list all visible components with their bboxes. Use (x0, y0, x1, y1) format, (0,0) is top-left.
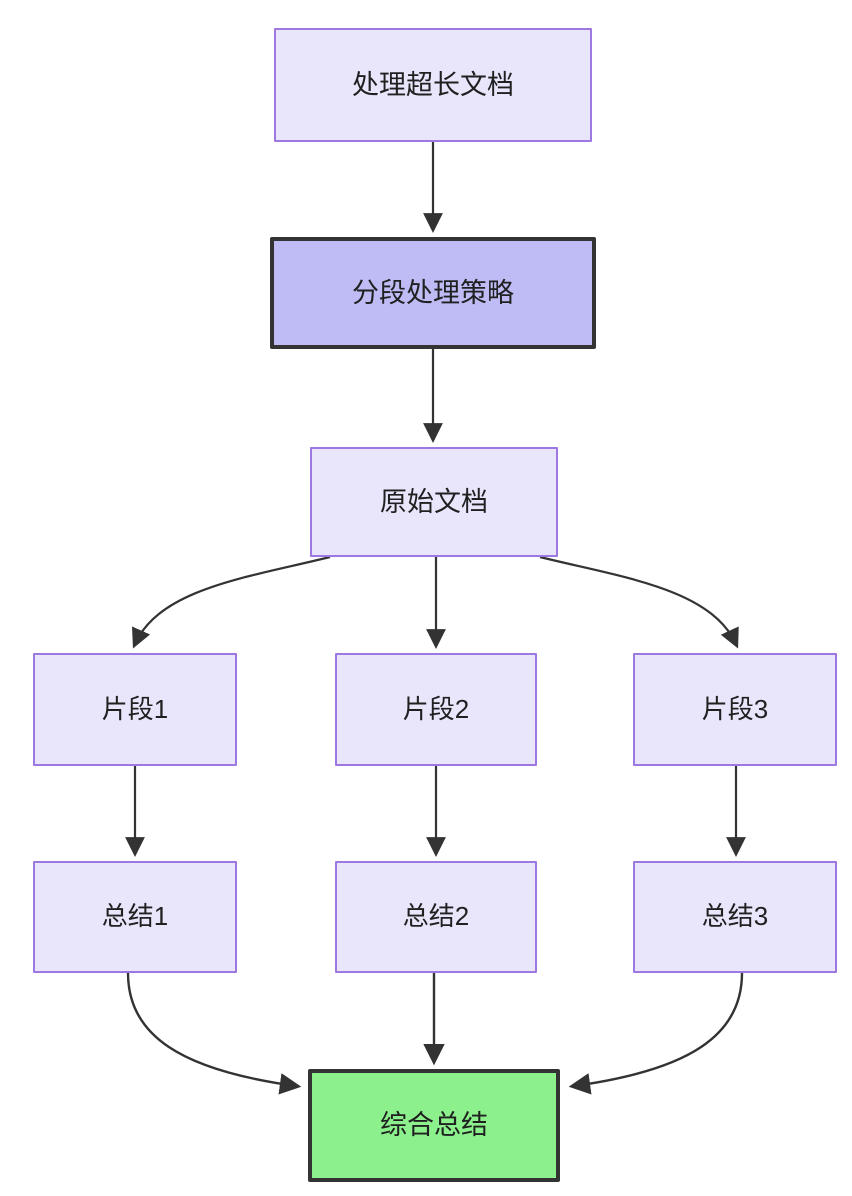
node-source-doc[interactable]: 原始文档 (310, 447, 558, 557)
node-chunk3[interactable]: 片段3 (633, 653, 837, 766)
node-chunk3-label: 片段3 (701, 693, 769, 724)
edge-source-doc-to-chunk1 (132, 555, 331, 649)
node-final-summary[interactable]: 综合总结 (308, 1069, 560, 1182)
edge-source-doc-to-chunk3 (539, 555, 739, 649)
node-summary2-label: 总结2 (402, 901, 470, 932)
node-summary1-label: 总结1 (101, 901, 169, 932)
node-chunk1-label: 片段1 (101, 693, 169, 724)
node-final-summary-label: 综合总结 (380, 1110, 488, 1141)
node-strategy-label: 分段处理策略 (352, 277, 514, 308)
edge-summary3-to-final-summary (568, 972, 744, 1095)
node-chunk2[interactable]: 片段2 (335, 653, 537, 766)
node-summary1[interactable]: 总结1 (33, 861, 237, 973)
node-summary3-label: 总结3 (701, 901, 769, 932)
node-source-doc-label: 原始文档 (380, 486, 488, 517)
node-strategy[interactable]: 分段处理策略 (270, 237, 596, 349)
node-chunk1[interactable]: 片段1 (33, 653, 237, 766)
node-summary2[interactable]: 总结2 (335, 861, 537, 973)
edge-summary1-to-final-summary (126, 972, 302, 1095)
node-chunk2-label: 片段2 (402, 693, 470, 724)
node-doc-handling-label: 处理超长文档 (352, 69, 514, 100)
node-doc-handling[interactable]: 处理超长文档 (274, 28, 592, 142)
node-summary3[interactable]: 总结3 (633, 861, 837, 973)
